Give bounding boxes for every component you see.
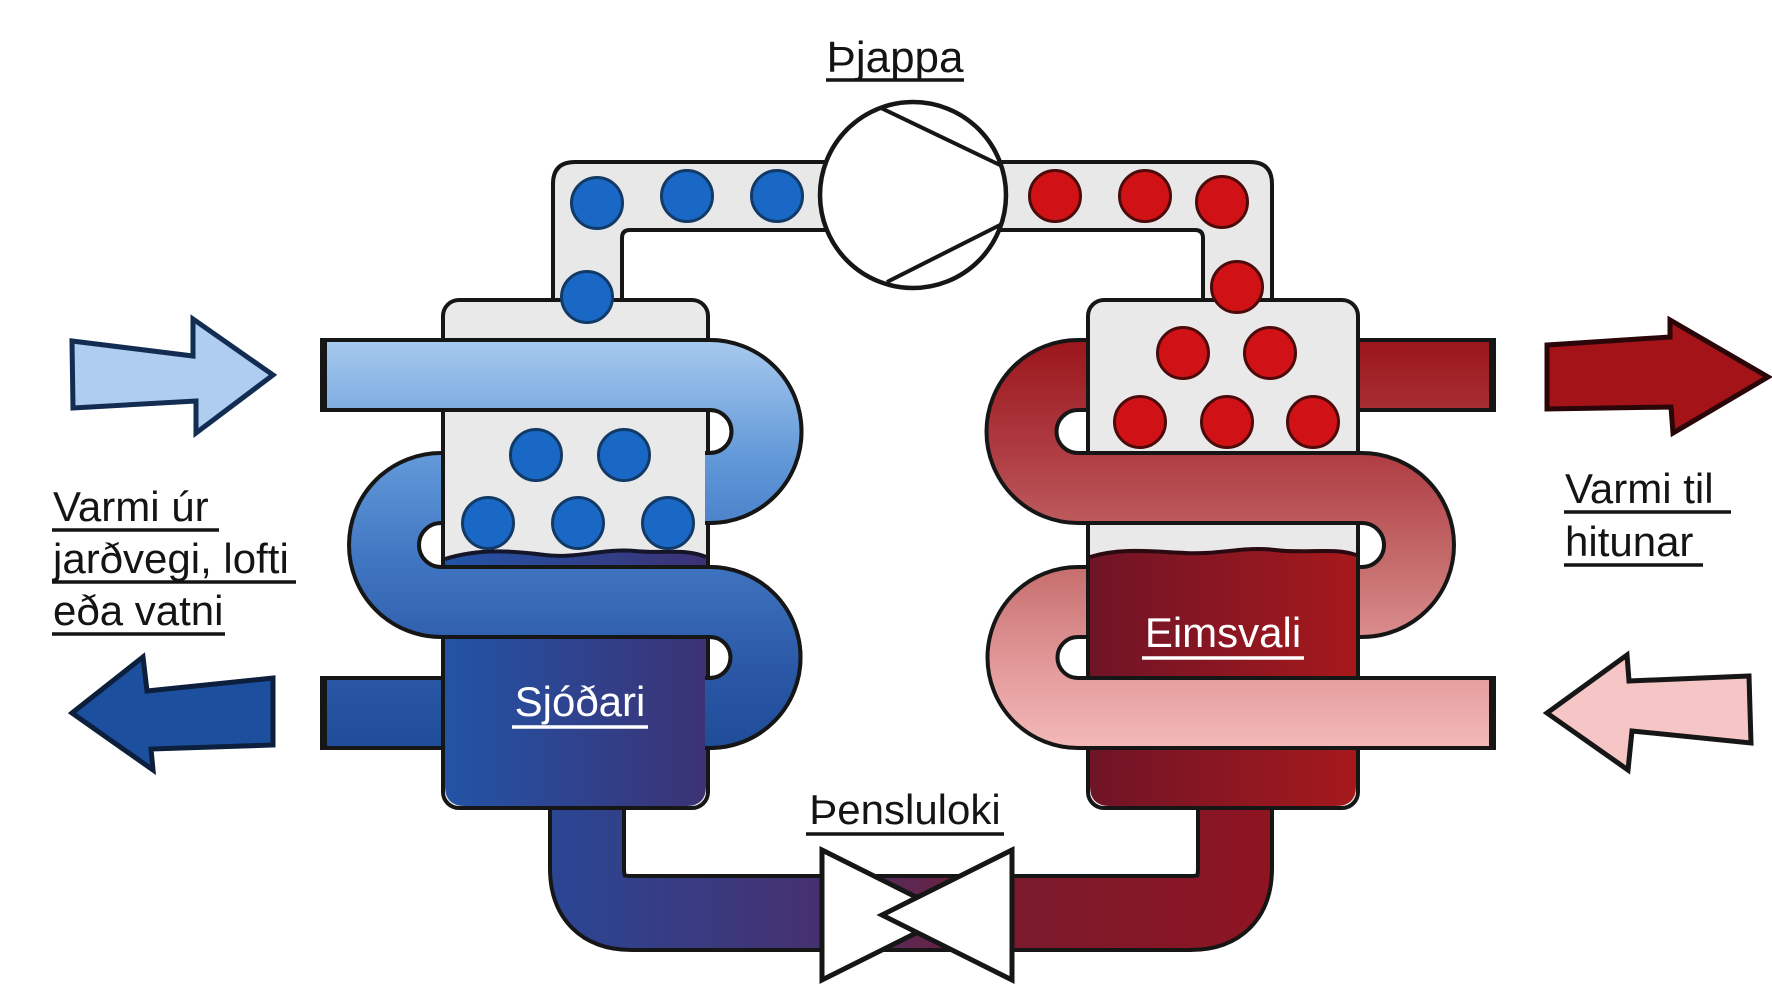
evaporator-label: Sjóðari	[515, 678, 646, 725]
heat-source-in-arrow	[69, 314, 278, 439]
heat-output-label-line2: hitunar	[1565, 518, 1693, 565]
heat-source-label: Varmi úr jarðvegi, lofti eða vatni	[51, 483, 296, 636]
heating-return-arrow	[1542, 650, 1754, 775]
compressor-label: Þjappa	[826, 33, 964, 82]
heat-output-label-line1: Varmi til	[1565, 465, 1714, 512]
hot-gas-bubbles	[1028, 169, 1340, 449]
heat-source-label-line1: Varmi úr	[53, 483, 209, 530]
heat-output-label: Varmi til hitunar	[1564, 465, 1731, 567]
cold-gas-bubbles	[461, 169, 804, 550]
compressor-icon	[817, 99, 1009, 291]
heat-source-label-line2: jarðvegi, lofti	[51, 535, 289, 582]
condenser-label: Eimsvali	[1145, 609, 1301, 656]
expansion-valve-label: Þensluloki	[809, 786, 1000, 833]
condenser-coil-front	[1080, 451, 1496, 750]
condenser-coil-behind	[984, 338, 1496, 750]
heat-output-arrow	[1544, 315, 1772, 438]
heat-source-label-line3: eða vatni	[53, 587, 223, 634]
heat-source-out-arrow	[67, 652, 276, 776]
expansion-valve-icon	[819, 845, 1015, 985]
evaporator-coil-front	[320, 338, 804, 750]
